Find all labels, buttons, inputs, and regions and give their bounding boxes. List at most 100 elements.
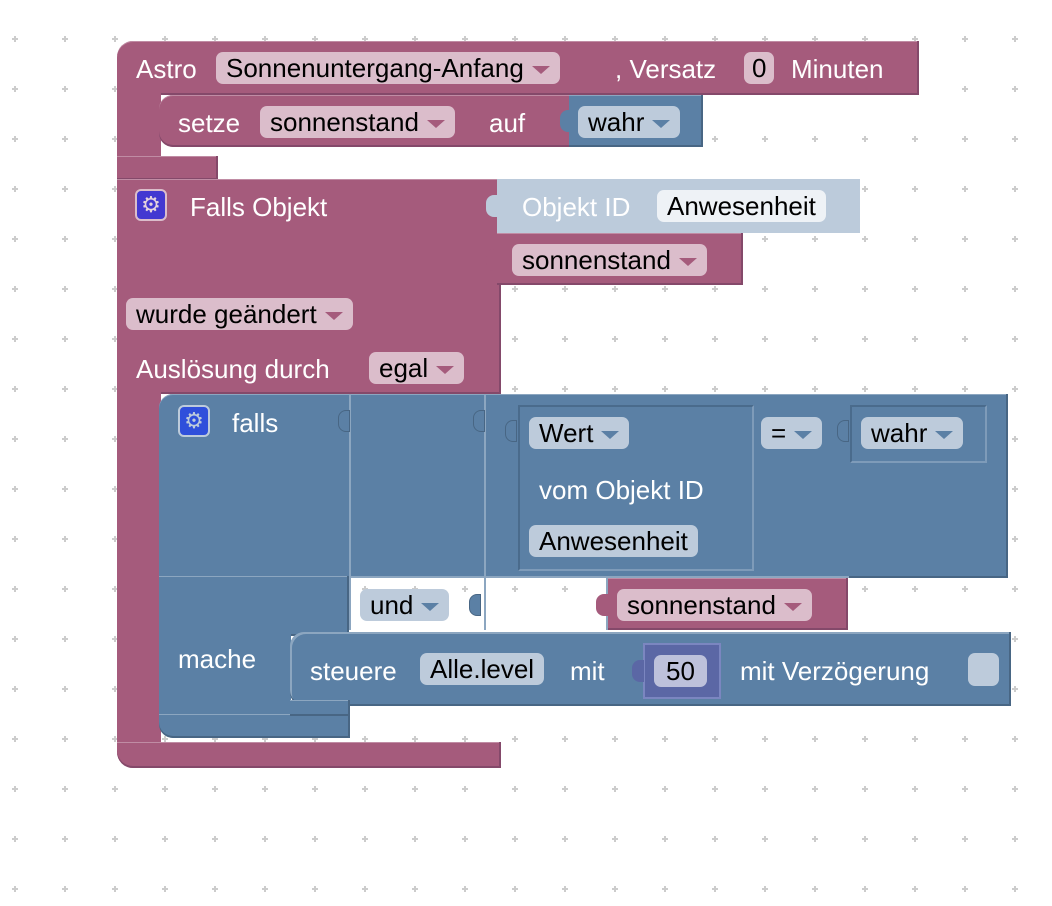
grid-mark	[912, 336, 918, 342]
boolean-dropdown[interactable]: wahr	[578, 106, 681, 138]
row-divider	[349, 576, 849, 578]
grid-mark	[862, 836, 868, 842]
grid-mark	[612, 736, 618, 742]
grid-mark	[712, 886, 718, 892]
logic-operation-block[interactable]	[349, 394, 351, 630]
not-variable-dropdown[interactable]: sonnenstand	[617, 589, 812, 621]
grid-mark	[762, 386, 768, 392]
grid-mark	[762, 786, 768, 792]
rhs-boolean-dropdown[interactable]: wahr	[861, 417, 964, 449]
grid-mark	[112, 836, 118, 842]
operator-dropdown[interactable]: =	[761, 417, 823, 449]
grid-mark	[812, 736, 818, 742]
triggered-by-value: egal	[379, 353, 429, 383]
compare-object-field[interactable]: Anwesenheit	[529, 525, 698, 557]
grid-mark	[12, 586, 18, 592]
grid-mark	[112, 886, 118, 892]
mutator-gear-icon[interactable]: ⚙	[178, 405, 210, 437]
grid-mark	[412, 786, 418, 792]
logic-operator-dropdown[interactable]: und	[360, 589, 450, 621]
grid-mark	[1012, 486, 1018, 492]
grid-mark	[62, 736, 68, 742]
grid-mark	[962, 36, 968, 42]
grid-mark	[812, 136, 818, 142]
grid-mark	[212, 786, 218, 792]
offset-label: , Versatz	[615, 54, 717, 84]
grid-mark	[1012, 886, 1018, 892]
grid-mark	[962, 586, 968, 592]
grid-mark	[12, 486, 18, 492]
grid-mark	[812, 886, 818, 892]
delay-checkbox[interactable]	[968, 653, 999, 686]
grid-mark	[312, 786, 318, 792]
to-label: auf	[489, 108, 526, 138]
grid-mark	[662, 336, 668, 342]
grid-mark	[62, 536, 68, 542]
input-connector	[505, 420, 517, 442]
astro-event-dropdown[interactable]: Sonnenuntergang-Anfang	[216, 52, 560, 84]
trigger-variable-dropdown[interactable]: sonnenstand	[512, 244, 707, 276]
grid-mark	[12, 536, 18, 542]
grid-mark	[462, 786, 468, 792]
not-variable-value: sonnenstand	[627, 590, 776, 620]
grid-mark	[1012, 86, 1018, 92]
grid-mark	[1012, 186, 1018, 192]
dropdown-arrow-icon	[531, 66, 550, 75]
value-of-object-block[interactable]	[518, 405, 754, 571]
grid-mark	[862, 786, 868, 792]
grid-mark	[912, 786, 918, 792]
number-input[interactable]: 50	[654, 655, 707, 687]
grid-mark	[162, 786, 168, 792]
grid-mark	[962, 136, 968, 142]
grid-mark	[812, 786, 818, 792]
set-variable-dropdown[interactable]: sonnenstand	[260, 106, 455, 138]
grid-mark	[812, 236, 818, 242]
grid-mark	[1012, 736, 1018, 742]
grid-mark	[112, 786, 118, 792]
grid-mark	[812, 336, 818, 342]
grid-mark	[612, 336, 618, 342]
condition-dropdown[interactable]: wurde geändert	[126, 298, 353, 330]
boolean-value: wahr	[588, 107, 645, 137]
grid-mark	[12, 436, 18, 442]
dropdown-arrow-icon	[324, 312, 343, 321]
grid-mark	[762, 286, 768, 292]
if-block-spine	[159, 630, 291, 720]
grid-mark	[512, 586, 518, 592]
grid-mark	[562, 386, 568, 392]
grid-mark	[962, 186, 968, 192]
grid-mark	[612, 836, 618, 842]
grid-mark	[262, 836, 268, 842]
triggered-by-dropdown[interactable]: egal	[369, 352, 465, 384]
grid-mark	[912, 736, 918, 742]
grid-mark	[462, 586, 468, 592]
grid-mark	[1012, 436, 1018, 442]
grid-mark	[562, 286, 568, 292]
grid-mark	[912, 136, 918, 142]
grid-mark	[662, 786, 668, 792]
grid-mark	[562, 886, 568, 892]
mutator-gear-icon[interactable]: ⚙	[135, 189, 167, 221]
control-target-field[interactable]: Alle.level	[420, 653, 545, 685]
trigger-variable-value: sonnenstand	[522, 245, 671, 275]
grid-mark	[962, 236, 968, 242]
grid-mark	[962, 736, 968, 742]
condition-value: wurde geändert	[136, 299, 317, 329]
grid-mark	[862, 886, 868, 892]
grid-mark	[512, 386, 518, 392]
with-label: mit	[570, 656, 605, 686]
grid-mark	[512, 286, 518, 292]
offset-input[interactable]: 0	[744, 52, 775, 84]
value-type-dropdown[interactable]: Wert	[529, 417, 630, 449]
grid-mark	[862, 286, 868, 292]
compare-rhs-block[interactable]	[850, 405, 987, 463]
control-block-tail	[290, 700, 350, 716]
grid-mark	[762, 136, 768, 142]
grid-mark	[862, 186, 868, 192]
grid-mark	[62, 286, 68, 292]
input-connector	[632, 660, 644, 682]
object-id-label: Objekt ID	[522, 192, 631, 222]
grid-mark	[1012, 336, 1018, 342]
object-id-field[interactable]: Anwesenheit	[657, 190, 826, 222]
grid-mark	[912, 586, 918, 592]
